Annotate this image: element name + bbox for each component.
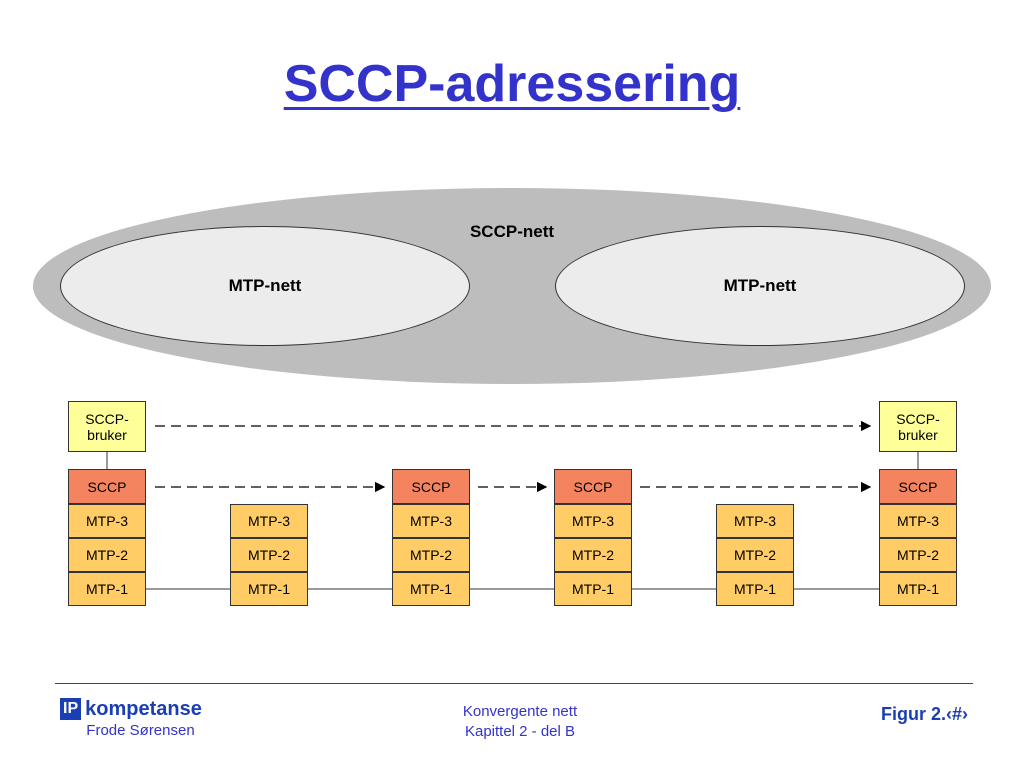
course-info: Konvergente nett Kapittel 2 - del B	[420, 702, 620, 742]
stack-6-mtp1: MTP-1	[879, 572, 957, 606]
sccp-user-right: SCCP- bruker	[879, 401, 957, 452]
stack-2-mtp2: MTP-2	[230, 538, 308, 572]
author-name: Frode Sørensen	[86, 722, 195, 739]
figure-number: Figur 2.‹#›	[880, 704, 968, 724]
slide-title: SCCP-adressering	[283, 55, 741, 113]
logo-ip-mark: IP	[60, 698, 82, 720]
mtp-network-right-ellipse: MTP-nett	[555, 226, 965, 346]
mtp-network-right-label: MTP-nett	[723, 276, 797, 295]
ip-kompetanse-logo: IP kompetanse	[60, 697, 202, 721]
stack-6-mtp2: MTP-2	[879, 538, 957, 572]
stack-4-mtp2: MTP-2	[554, 538, 632, 572]
stack-4-sccp: SCCP	[554, 469, 632, 504]
sccp-user-right-line2: bruker	[898, 426, 938, 443]
chapter-label: Kapittel 2 - del B	[464, 723, 576, 740]
sccp-user-left-line2: bruker	[87, 426, 127, 443]
stack-1-sccp: SCCP	[68, 469, 146, 504]
stack-4-mtp3: MTP-3	[554, 504, 632, 538]
mtp-network-left-label: MTP-nett	[228, 276, 302, 295]
footer-divider	[55, 683, 973, 684]
sccp-user-left: SCCP- bruker	[68, 401, 146, 452]
stack-3-sccp: SCCP	[392, 469, 470, 504]
stack-1-mtp1: MTP-1	[68, 572, 146, 606]
stack-1-mtp3: MTP-3	[68, 504, 146, 538]
sccp-user-right-line1: SCCP-	[896, 410, 940, 427]
stack-5-mtp1: MTP-1	[716, 572, 794, 606]
logo-text: kompetanse	[85, 697, 202, 720]
stack-3-mtp1: MTP-1	[392, 572, 470, 606]
stack-6-mtp3: MTP-3	[879, 504, 957, 538]
stack-4-mtp1: MTP-1	[554, 572, 632, 606]
stack-3-mtp3: MTP-3	[392, 504, 470, 538]
stack-1-mtp2: MTP-2	[68, 538, 146, 572]
sccp-user-left-line1: SCCP-	[85, 410, 129, 427]
stack-3-mtp2: MTP-2	[392, 538, 470, 572]
stack-5-mtp3: MTP-3	[716, 504, 794, 538]
mtp-network-left-ellipse: MTP-nett	[60, 226, 470, 346]
stack-5-mtp2: MTP-2	[716, 538, 794, 572]
stack-2-mtp3: MTP-3	[230, 504, 308, 538]
stack-6-sccp: SCCP	[879, 469, 957, 504]
course-title: Konvergente nett	[462, 703, 578, 720]
stack-2-mtp1: MTP-1	[230, 572, 308, 606]
sccp-network-label: SCCP-nett	[469, 222, 555, 241]
